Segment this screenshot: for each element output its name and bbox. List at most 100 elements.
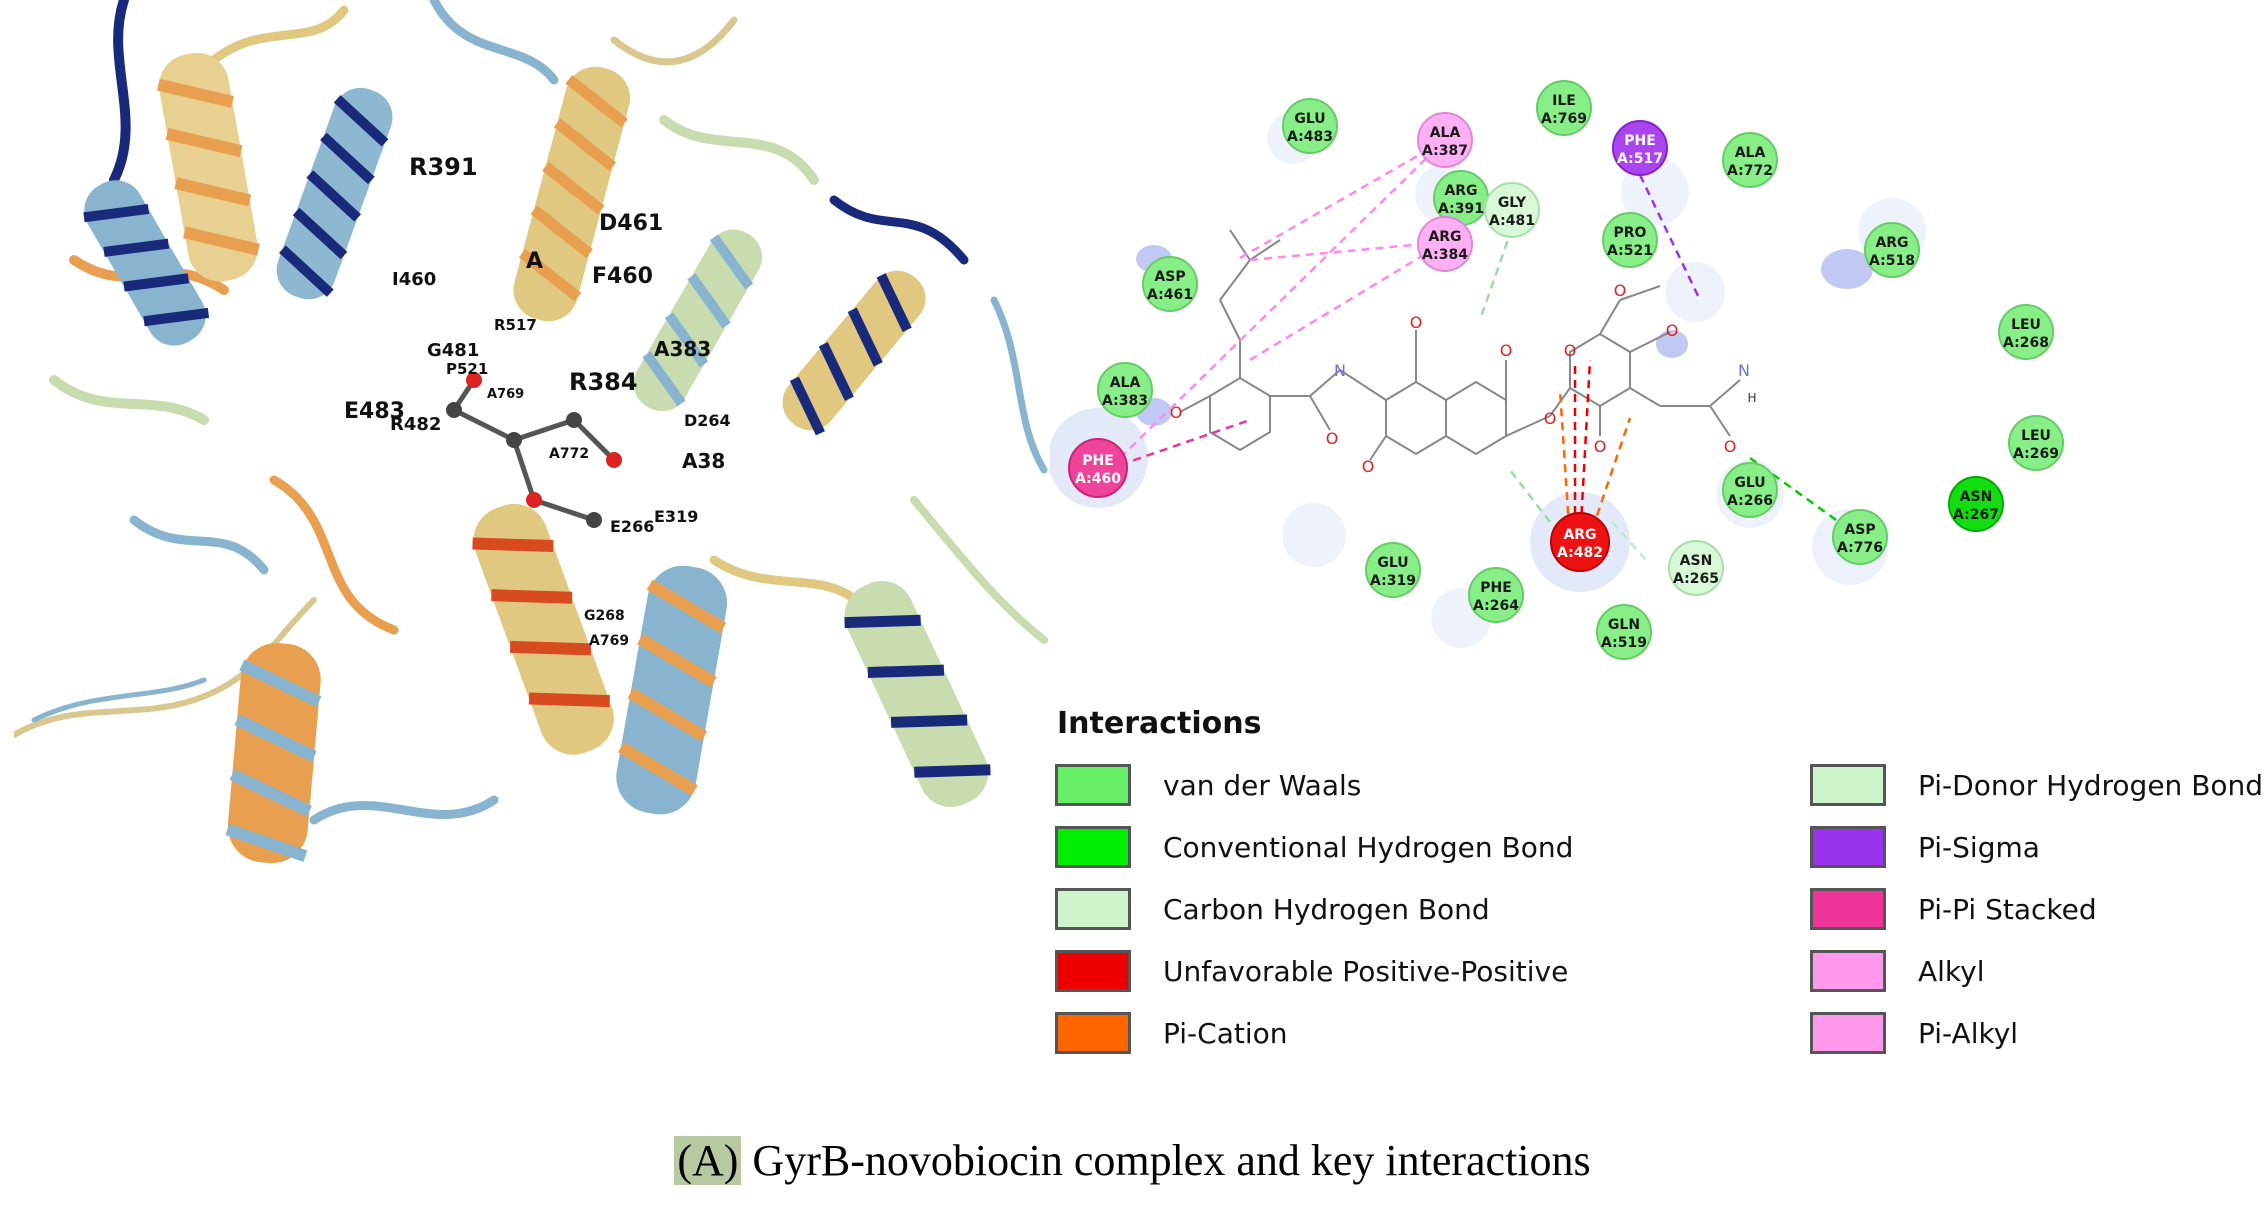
residue-name: ALA [1430,125,1461,141]
residue-number: A:521 [1607,243,1653,259]
ligand-atom-label: N [1334,361,1346,380]
legend-swatch [1810,888,1886,930]
residue-circle [1282,98,1338,154]
residue-number: A:264 [1473,598,1519,614]
ligand-atom-label: O [1564,341,1577,360]
ligand-atom-label: O [1500,341,1513,360]
residue-circle [1668,540,1724,596]
residue-number: A:460 [1075,471,1121,487]
residue-name: ALA [1110,375,1141,391]
residue-name: ASP [1154,269,1185,285]
legend-label: Pi-Alkyl [1918,1016,2019,1050]
legend-item: van der Waals [1055,762,1361,808]
protein-structure-panel: R391 D461 A F460 I460 G481 P521 R517 E48… [14,0,1049,890]
legend-item: Conventional Hydrogen Bond [1055,824,1573,870]
interaction-diagram-svg: O O N O O O O O O O O O N H [1048,80,2064,660]
residue-number: A:268 [2003,335,2049,351]
residue-name: GLN [1608,617,1640,633]
legend-label: Alkyl [1918,954,1985,988]
residue-circle [1550,512,1610,572]
residue-number: A:269 [2013,446,2059,462]
residue-asn267: ASN A:267 [1948,476,2004,532]
residue-name: ALA [1735,145,1766,161]
struct-label: E266 [610,517,654,536]
legend-label: Pi-Pi Stacked [1918,892,2097,926]
residue-circle [1468,567,1524,623]
legend-swatch [1810,826,1886,868]
struct-label: I460 [392,269,436,290]
struct-label: F460 [592,264,653,289]
ligand-atom-label: O [1614,281,1627,300]
residue-name: ILE [1552,93,1576,109]
struct-label: R391 [409,153,478,181]
struct-label: D461 [599,211,663,236]
residue-name: GLY [1498,195,1527,211]
caption-text: GyrB-novobiocin complex and key interact… [741,1136,1591,1185]
residue-name: PHE [1082,453,1114,469]
residue-number: A:519 [1601,635,1647,651]
residue-circle [1068,438,1128,498]
legend-item: Pi-Donor Hydrogen Bond [1810,762,2263,808]
residue-circle [1612,120,1668,176]
ligand-atom-label: O [1326,429,1339,448]
legend-swatch [1055,888,1131,930]
residue-glu266: GLU A:266 [1722,462,1778,518]
ligand-atom-label: O [1724,437,1737,456]
residue-name: GLU [1294,111,1325,127]
residue-number: A:483 [1287,129,1333,145]
residue-number: A:482 [1557,545,1603,561]
residue-circle [1602,212,1658,268]
legend-label: Pi-Cation [1163,1016,1288,1050]
residue-name: ASN [1960,489,1993,505]
struct-label: A769 [589,633,629,649]
residue-number: A:517 [1617,151,1663,167]
struct-label: R384 [569,368,638,396]
legend-label: van der Waals [1163,768,1362,802]
residue-circle [1596,604,1652,660]
residue-number: A:267 [1953,507,1999,523]
residue-name: LEU [2011,317,2041,333]
interaction-diagram: O O N O O O O O O O O O N H [1048,60,2265,700]
ligand-atom-label: O [1410,313,1423,332]
legend-item: Alkyl [1810,948,1985,994]
residue-number: A:265 [1673,571,1719,587]
ligand-atom-label: O [1666,321,1679,340]
struct-label: A383 [654,337,711,361]
legend-label: Unfavorable Positive-Positive [1163,954,1569,988]
struct-label: G481 [427,340,479,361]
residue-circle [1722,132,1778,188]
residue-name: LEU [2021,428,2051,444]
ligand-atom-label: N [1738,361,1750,380]
residue-circle [1142,256,1198,312]
legend-title: Interactions [1057,706,1262,741]
residue-number: A:266 [1727,493,1773,509]
protein-ribbon-render: R391 D461 A F460 I460 G481 P521 R517 E48… [14,0,1048,864]
residue-circle [1832,509,1888,565]
residue-number: A:481 [1489,213,1535,229]
residue-number: A:319 [1370,573,1416,589]
residue-glu483: GLU A:483 [1282,98,1338,154]
residue-name: GLU [1734,475,1765,491]
residue-leu268: LEU A:268 [1998,304,2054,360]
residue-number: A:518 [1869,253,1915,269]
struct-label: E319 [654,507,698,526]
residue-name: ASP [1844,522,1875,538]
residue-number: A:383 [1102,393,1148,409]
ligand-atom-label: O [1544,409,1557,428]
legend-item: Pi-Cation [1055,1010,1288,1056]
legend-label: Conventional Hydrogen Bond [1163,830,1574,864]
legend-item: Pi-Pi Stacked [1810,886,2097,932]
legend-label: Pi-Donor Hydrogen Bond [1918,768,2264,802]
struct-label: P521 [446,360,488,378]
caption-tag: (A) [674,1136,742,1185]
